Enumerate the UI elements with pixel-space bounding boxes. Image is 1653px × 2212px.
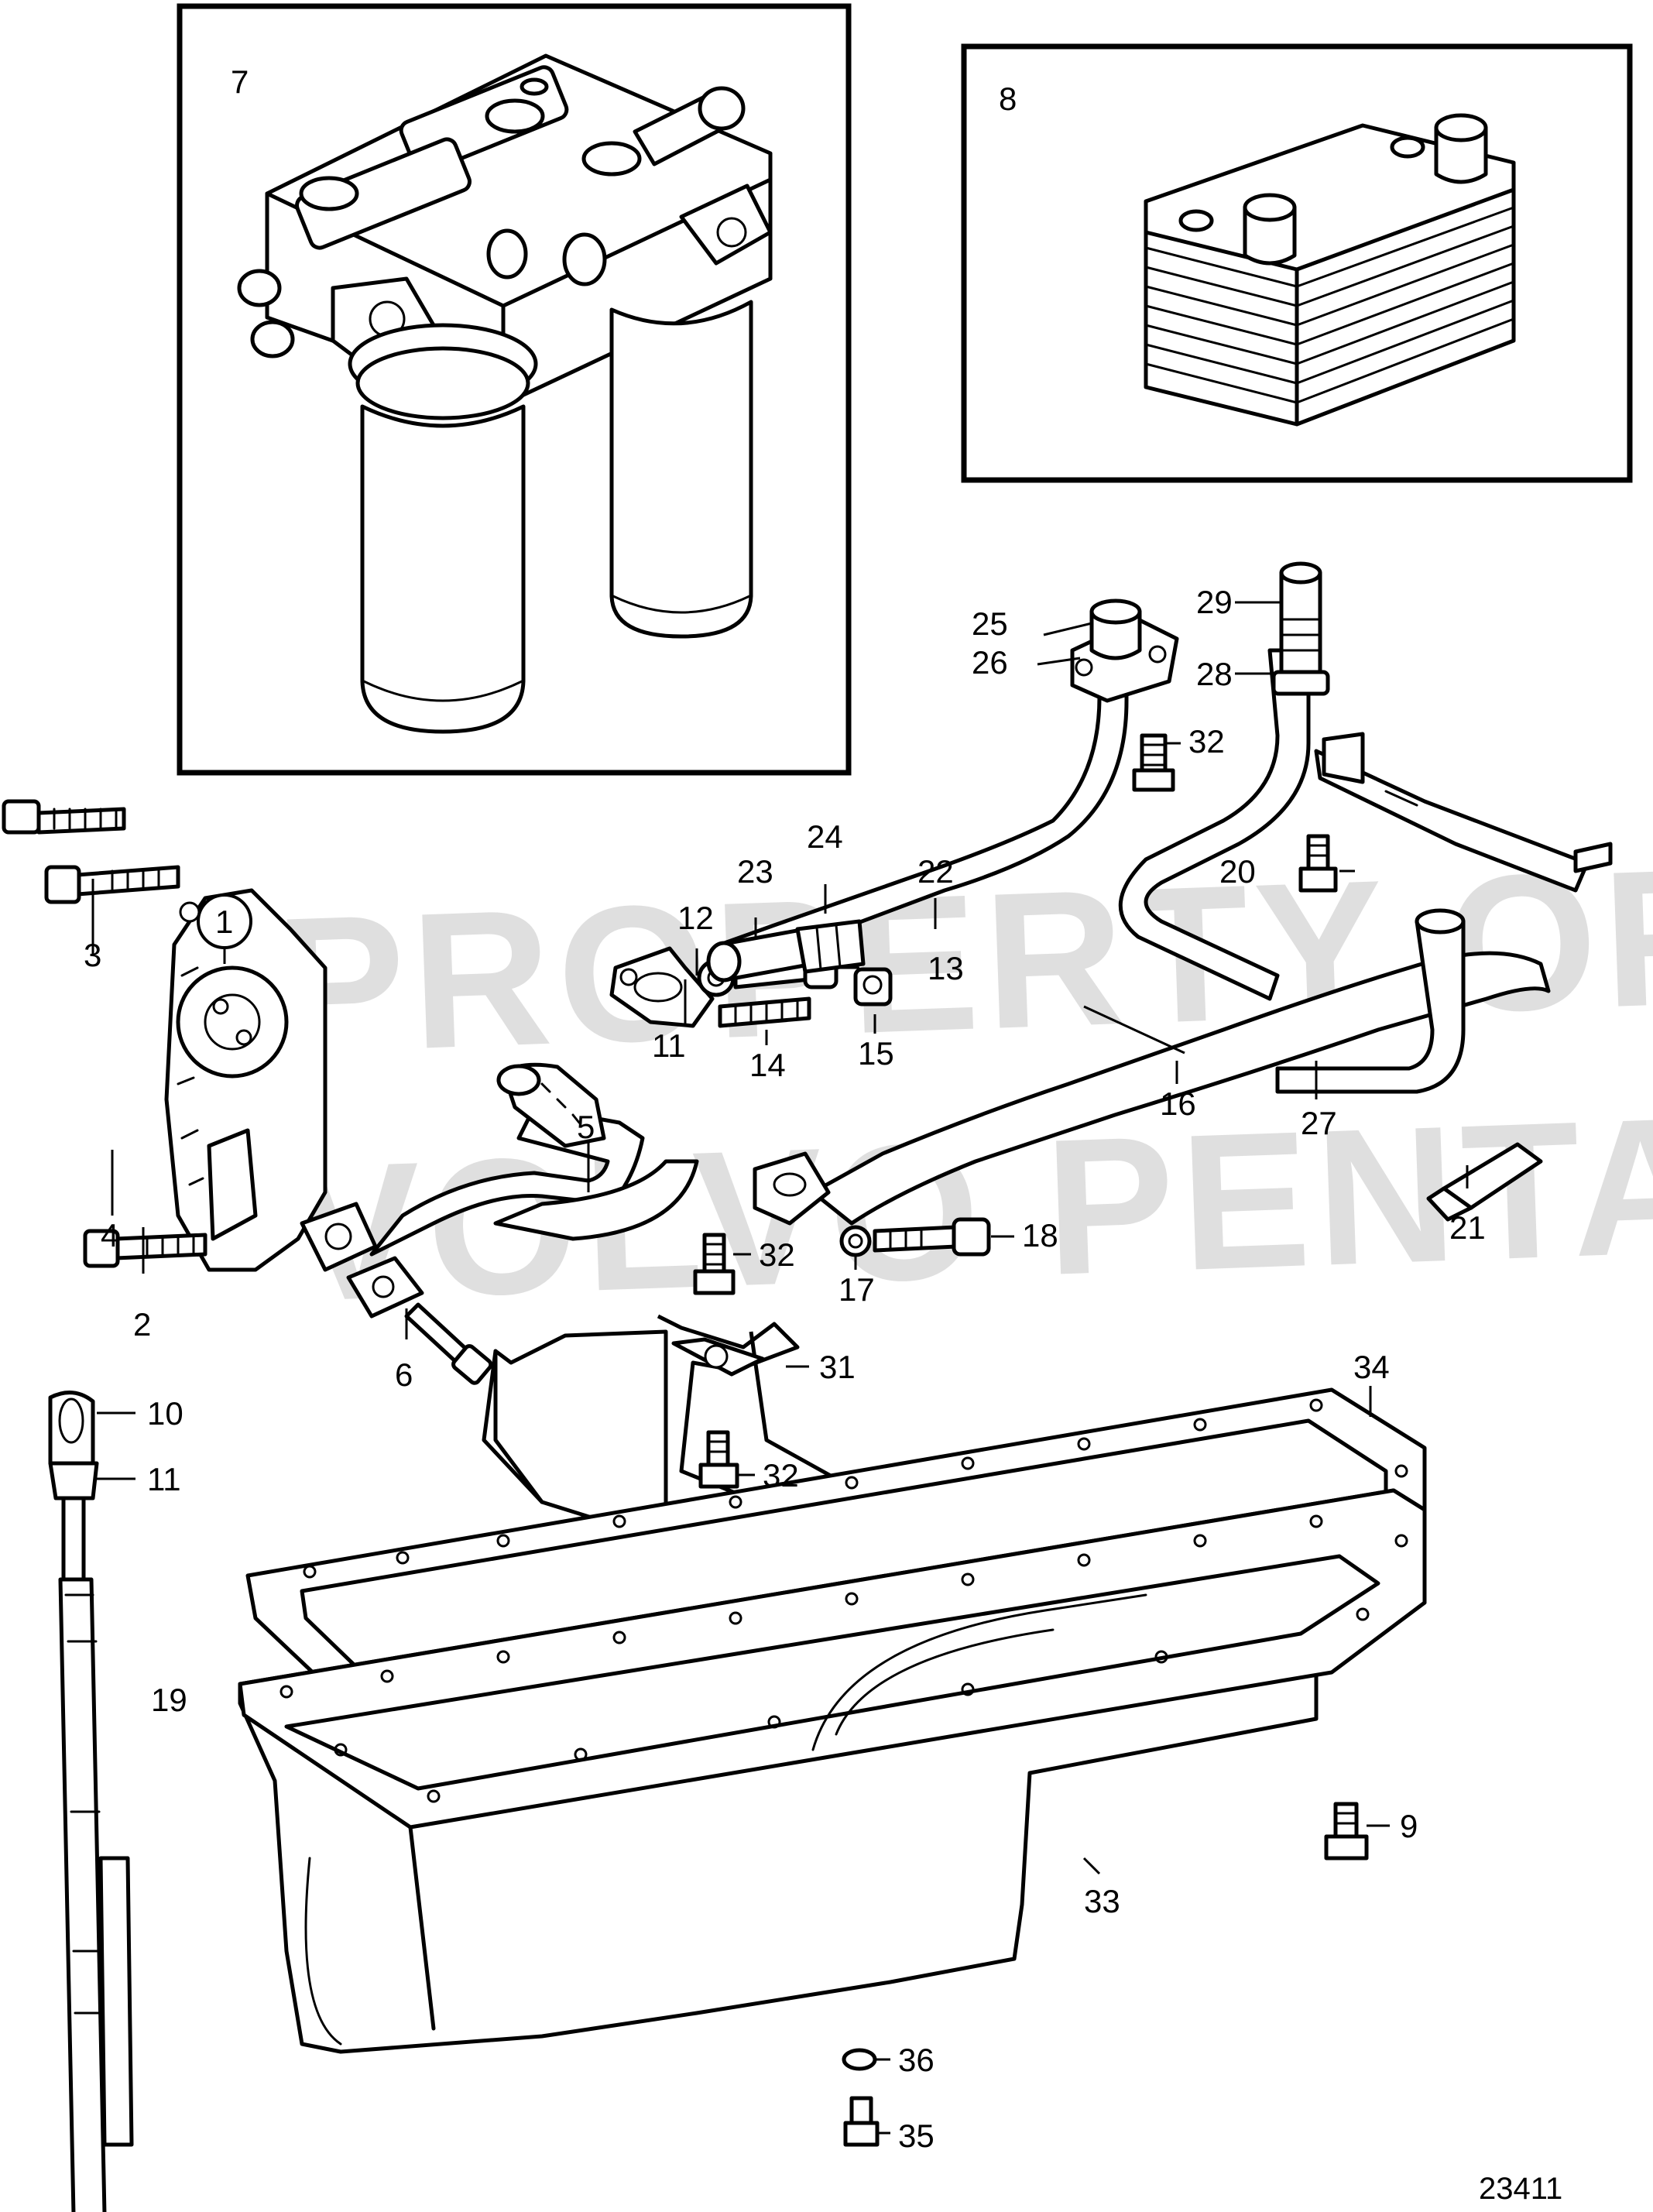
callout-22: 22	[917, 853, 954, 890]
stud-14	[718, 996, 811, 1028]
dipstick-19	[48, 1391, 134, 2212]
callout-18: 18	[1022, 1217, 1058, 1253]
filter-housing-drawing	[237, 53, 773, 734]
callout-19: 19	[151, 1682, 187, 1718]
fitting-25	[1089, 609, 1142, 660]
callout-20: 20	[1219, 853, 1256, 890]
inset-oil-cooler: 8	[961, 43, 1633, 483]
callout-21: 21	[1449, 1209, 1486, 1246]
watermark: PROPERTY OF VOLVO PENTA	[273, 828, 1653, 1342]
callouts: 1 2 3 4 5 6 9 10 11 11 12 13 14 15 16 17…	[84, 584, 1486, 2154]
bolt-20	[1306, 834, 1330, 873]
callout-17: 17	[839, 1271, 875, 1308]
callout-28: 28	[1196, 656, 1233, 692]
callout-1: 1	[215, 904, 233, 940]
oil-cooler-drawing	[1144, 113, 1516, 427]
callout-29: 29	[1196, 584, 1233, 620]
callout-31: 31	[819, 1349, 856, 1385]
washer-36	[842, 2048, 877, 2071]
bolt-2	[83, 1229, 207, 1268]
figure-number: 23411	[1479, 2172, 1562, 2206]
callout-9: 9	[1400, 1808, 1418, 1844]
bolt-6	[404, 1302, 493, 1385]
pipe-bracket	[1314, 749, 1590, 893]
callout-27: 27	[1301, 1105, 1337, 1141]
bolt-32-low	[706, 1430, 730, 1470]
callout-11-flange: 11	[652, 1027, 686, 1064]
callout-25: 25	[972, 605, 1008, 642]
callout-16: 16	[1160, 1085, 1196, 1122]
callout-36: 36	[898, 2042, 935, 2078]
bolt-4	[44, 865, 180, 904]
main-assembly	[2, 561, 1613, 2212]
bolt-9	[1333, 1802, 1359, 1841]
bolt-3	[2, 799, 126, 835]
callout-23: 23	[737, 853, 773, 890]
callout-15: 15	[858, 1035, 894, 1072]
pan-holes	[280, 1514, 1408, 1803]
callout-32-top: 32	[1188, 723, 1225, 760]
callout-33: 33	[1084, 1883, 1120, 1919]
inset-label-8: 8	[999, 81, 1017, 117]
leader-lines	[91, 601, 1469, 2135]
oil-pipe-16	[811, 951, 1551, 1226]
callout-32-low: 32	[763, 1457, 799, 1494]
fitting-29	[1279, 571, 1322, 676]
callout-34: 34	[1353, 1349, 1390, 1385]
callout-5: 5	[577, 1109, 595, 1145]
callout-14: 14	[749, 1047, 786, 1083]
callout-4: 4	[101, 1217, 118, 1253]
callout-12: 12	[677, 900, 714, 936]
callout-32-mid: 32	[759, 1236, 795, 1273]
callout-11-dipstick: 11	[147, 1461, 181, 1497]
callout-3: 3	[84, 937, 101, 973]
inset-frame-filter	[177, 3, 852, 776]
connector-24	[795, 919, 866, 974]
callout-13: 13	[928, 950, 964, 986]
callout-circle-1	[197, 893, 252, 949]
callout-26: 26	[972, 644, 1008, 681]
callout-6: 6	[395, 1356, 413, 1393]
bolt-18	[873, 1225, 959, 1253]
inset-frame-cooler	[961, 43, 1633, 483]
callout-24: 24	[807, 818, 843, 855]
inset-oil-filter-housing: 7	[177, 3, 852, 776]
callout-10: 10	[147, 1395, 183, 1432]
inset-label-7: 7	[231, 63, 249, 100]
callout-2: 2	[133, 1306, 151, 1343]
callout-35: 35	[898, 2118, 935, 2154]
